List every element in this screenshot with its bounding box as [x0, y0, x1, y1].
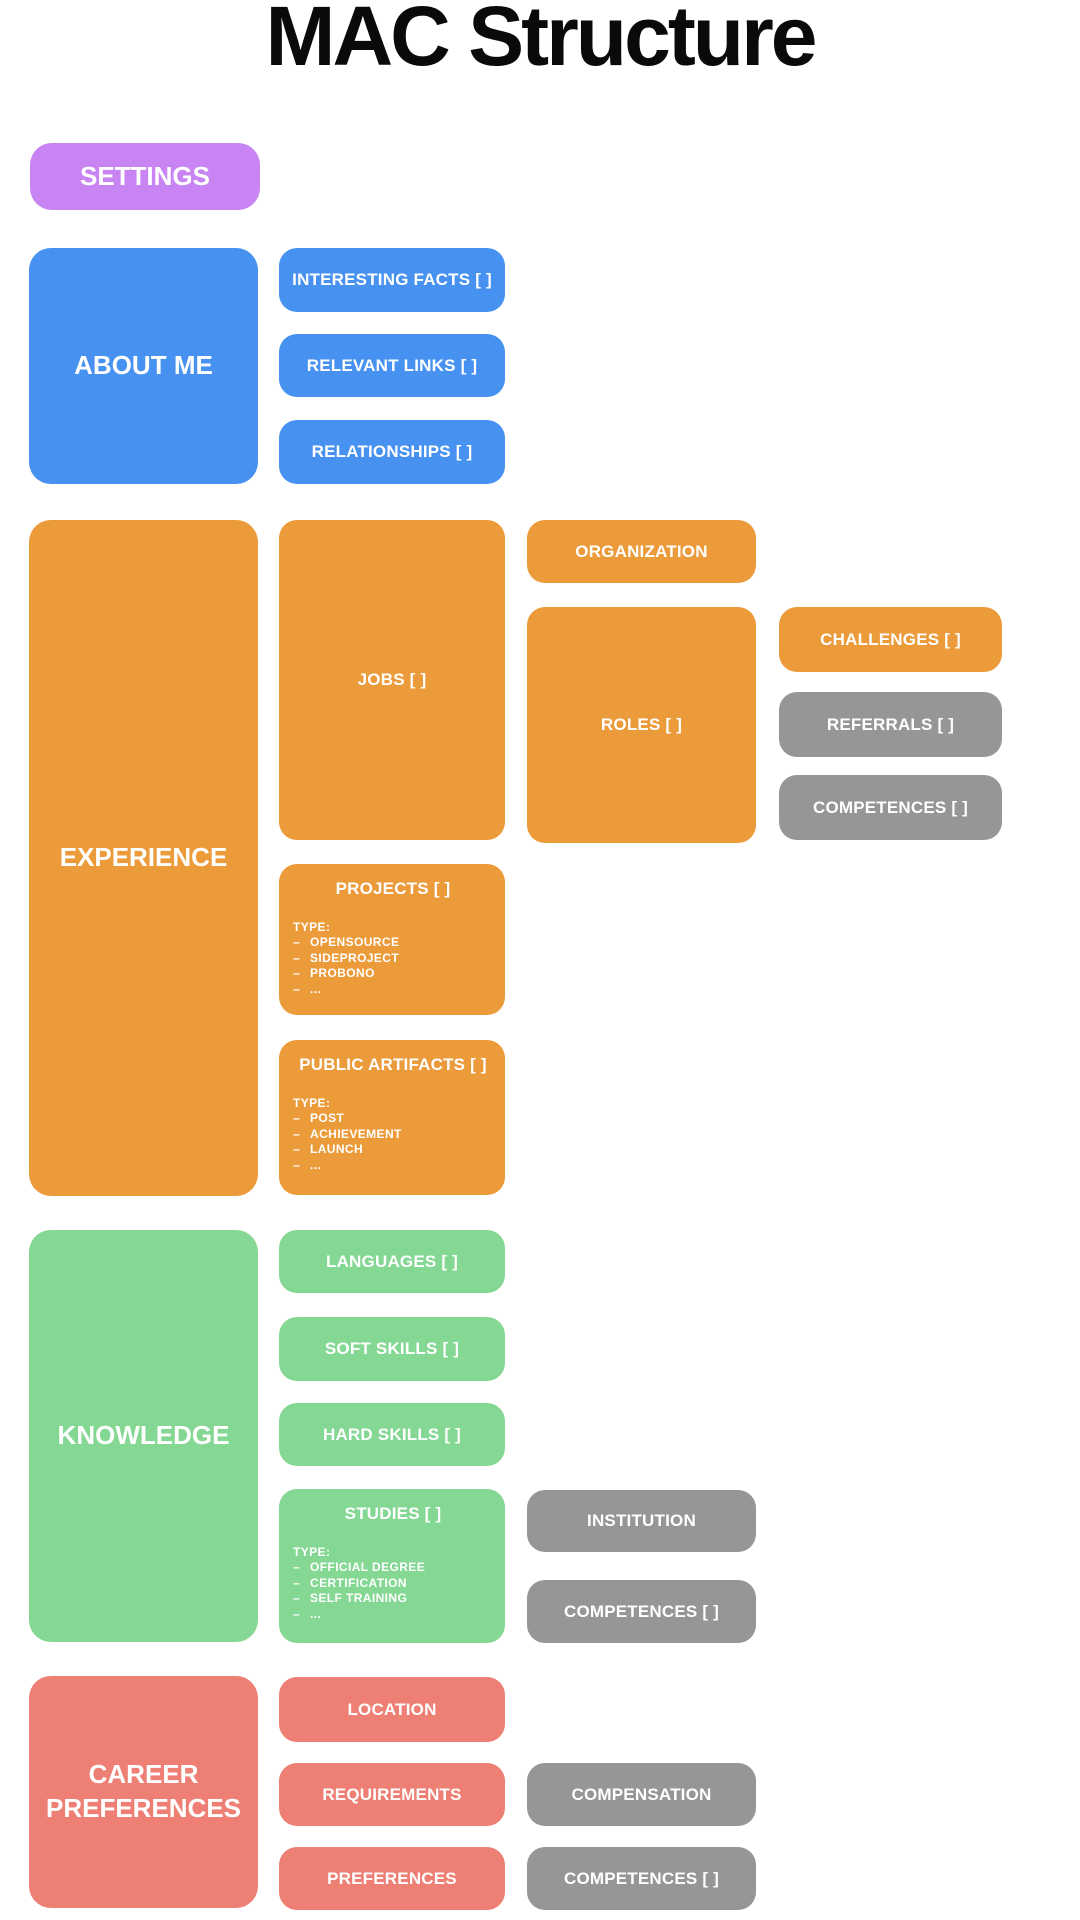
projects-type-heading: TYPE:	[293, 920, 331, 934]
compensation-label: COMPENSATION	[571, 1784, 712, 1804]
type-item: –...	[293, 1607, 322, 1622]
studies-type-heading: TYPE:	[293, 1545, 331, 1559]
roles-label: ROLES [ ]	[600, 715, 683, 734]
compensation-block: COMPENSATION	[527, 1763, 756, 1826]
career-competences-block: COMPETENCES [ ]	[527, 1847, 756, 1910]
hard-skills-block: HARD SKILLS [ ]	[279, 1403, 505, 1466]
type-item: –SELF TRAINING	[293, 1591, 408, 1606]
type-item: –PROBONO	[293, 966, 375, 981]
type-item: –CERTIFICATION	[293, 1575, 407, 1590]
location-block: LOCATION	[279, 1677, 505, 1742]
roles-block: ROLES [ ]	[527, 607, 756, 843]
type-item: –...	[293, 1158, 322, 1173]
projects-label: PROJECTS [ ]	[335, 879, 451, 898]
requirements-label: REQUIREMENTS	[322, 1784, 462, 1804]
public-artifacts-type-heading: TYPE:	[293, 1096, 331, 1110]
type-item: –OPENSOURCE	[293, 935, 400, 949]
preferences-label: PREFERENCES	[327, 1868, 457, 1888]
soft-skills-label: SOFT SKILLS [ ]	[324, 1339, 460, 1358]
knowledge-block: KNOWLEDGE	[29, 1230, 258, 1642]
public-artifacts-block: PUBLIC ARTIFACTS [ ] TYPE: –POST–ACHIEVE…	[279, 1040, 505, 1195]
knowledge-competences-block: COMPETENCES [ ]	[527, 1580, 756, 1643]
soft-skills-block: SOFT SKILLS [ ]	[279, 1317, 505, 1381]
settings-block: SETTINGS	[30, 143, 260, 210]
page-title: MAC Structure	[265, 0, 817, 83]
institution-block: INSTITUTION	[527, 1490, 756, 1552]
jobs-block: JOBS [ ]	[279, 520, 505, 840]
knowledge-competences-label: COMPETENCES [ ]	[563, 1601, 720, 1621]
experience-label: EXPERIENCE	[59, 842, 228, 873]
challenges-label: CHALLENGES [ ]	[820, 629, 961, 649]
public-artifacts-label: PUBLIC ARTIFACTS [ ]	[299, 1055, 487, 1074]
about-me-label: ABOUT ME	[74, 350, 213, 381]
languages-block: LANGUAGES [ ]	[279, 1230, 505, 1293]
relevant-links-block: RELEVANT LINKS [ ]	[279, 334, 505, 397]
knowledge-label: KNOWLEDGE	[57, 1420, 230, 1451]
type-item: –POST	[293, 1111, 345, 1125]
studies-block: STUDIES [ ] TYPE: –OFFICIAL DEGREE–CERTI…	[279, 1489, 505, 1643]
studies-type-items: –OFFICIAL DEGREE–CERTIFICATION–SELF TRAI…	[293, 1560, 493, 1623]
type-item: –OFFICIAL DEGREE	[293, 1560, 426, 1574]
studies-label: STUDIES [ ]	[344, 1504, 442, 1523]
preferences-block: PREFERENCES	[279, 1847, 505, 1910]
languages-label: LANGUAGES [ ]	[326, 1251, 458, 1271]
type-item: –...	[293, 982, 322, 997]
experience-competences-label: COMPETENCES [ ]	[812, 797, 969, 817]
institution-label: INSTITUTION	[587, 1511, 696, 1530]
organization-label: ORGANIZATION	[575, 541, 708, 561]
relationships-block: RELATIONSHIPS [ ]	[279, 420, 505, 484]
interesting-facts-label: INTERESTING FACTS [ ]	[292, 270, 492, 289]
career-preferences-block: CAREER PREFERENCES	[29, 1676, 258, 1908]
career-competences-label: COMPETENCES [ ]	[563, 1868, 720, 1888]
experience-block: EXPERIENCE	[29, 520, 258, 1196]
career-preferences-label: CAREER PREFERENCES	[45, 1759, 242, 1823]
projects-block: PROJECTS [ ] TYPE: –OPENSOURCE–SIDEPROJE…	[279, 864, 505, 1015]
relationships-label: RELATIONSHIPS [ ]	[311, 442, 473, 461]
interesting-facts-block: INTERESTING FACTS [ ]	[279, 248, 505, 312]
requirements-block: REQUIREMENTS	[279, 1763, 505, 1826]
public-artifacts-type-list: TYPE: –POST–ACHIEVEMENT–LAUNCH–...	[293, 1095, 493, 1174]
studies-type-list: TYPE: –OFFICIAL DEGREE–CERTIFICATION–SEL…	[293, 1544, 493, 1623]
settings-label: SETTINGS	[79, 160, 210, 191]
referrals-block: REFERRALS [ ]	[779, 692, 1002, 757]
referrals-label: REFERRALS [ ]	[826, 714, 955, 734]
about-me-block: ABOUT ME	[29, 248, 258, 484]
relevant-links-label: RELEVANT LINKS [ ]	[306, 355, 478, 375]
challenges-block: CHALLENGES [ ]	[779, 607, 1002, 672]
experience-competences-block: COMPETENCES [ ]	[779, 775, 1002, 840]
type-item: –LAUNCH	[293, 1142, 364, 1157]
type-item: –ACHIEVEMENT	[293, 1126, 402, 1141]
projects-type-list: TYPE: –OPENSOURCE–SIDEPROJECT–PROBONO–..…	[293, 919, 493, 998]
projects-type-items: –OPENSOURCE–SIDEPROJECT–PROBONO–...	[293, 935, 493, 998]
hard-skills-label: HARD SKILLS [ ]	[322, 1424, 462, 1444]
type-item: –SIDEPROJECT	[293, 950, 400, 965]
location-label: LOCATION	[347, 1699, 437, 1719]
organization-block: ORGANIZATION	[527, 520, 756, 583]
jobs-label: JOBS [ ]	[357, 670, 427, 689]
public-artifacts-type-items: –POST–ACHIEVEMENT–LAUNCH–...	[293, 1111, 493, 1174]
